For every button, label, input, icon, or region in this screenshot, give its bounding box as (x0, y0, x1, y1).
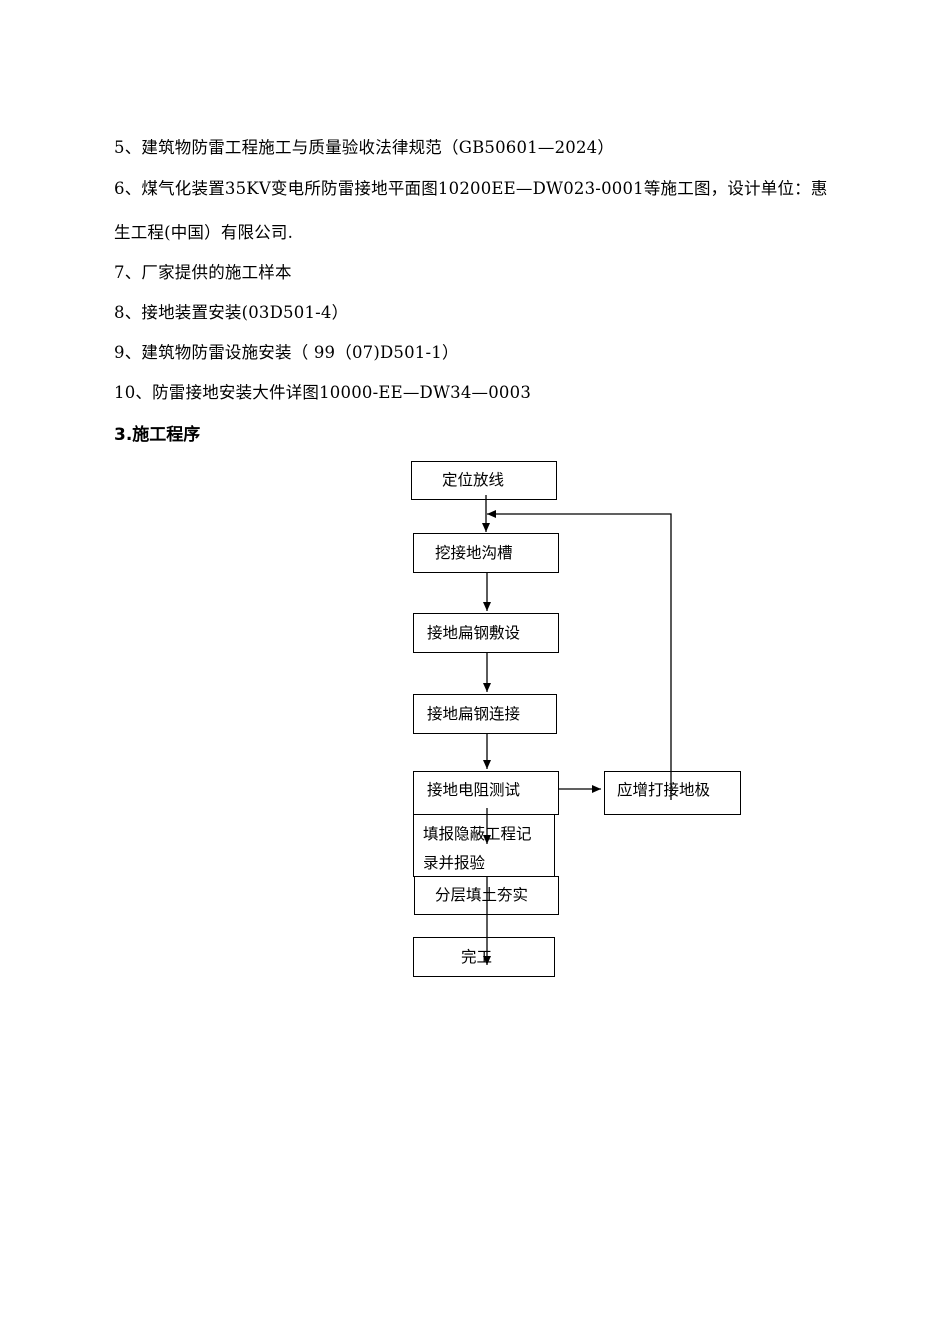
reference-item-6-continued: 生工程(中国）有限公司. (114, 223, 294, 242)
step-box-trench: 挖接地沟槽 (413, 533, 559, 573)
step-box-positioning: 定位放线 (411, 461, 557, 500)
reference-item-5: 5、建筑物防雷工程施工与质量验收法律规范（GB50601—2024） (114, 138, 615, 157)
step-label: 接地电阻测试 (427, 781, 521, 799)
step-label-line1: 填报隐蔽工程记 (423, 825, 532, 843)
reference-item-8: 8、接地装置安装(03D501-4） (114, 303, 349, 322)
step-label: 挖接地沟槽 (435, 544, 513, 562)
step-label: 接地扁钢敷设 (427, 624, 521, 642)
side-label: 应增打接地极 (617, 781, 711, 799)
arrow-feedback-loop (487, 510, 672, 800)
reference-item-7: 7、厂家提供的施工样本 (114, 263, 292, 282)
reference-item-9: 9、建筑物防雷设施安装（ 99（07)D501-1） (114, 343, 459, 362)
reference-item-10: 10、防雷接地安装大件详图10000-EE—DW34—0003 (114, 383, 532, 402)
side-box-add-grounding-electrode: 应增打接地极 (604, 771, 741, 815)
step-label: 定位放线 (442, 471, 505, 489)
section-heading: 3.施工程序 (114, 425, 201, 445)
step-label: 分层填土夯实 (435, 886, 529, 904)
step-box-concealed-record: 填报隐蔽工程记 录并报验 (413, 814, 555, 877)
step-label-line2: 录并报验 (423, 854, 486, 872)
step-label: 接地扁钢连接 (427, 705, 521, 723)
step-box-steel-laying: 接地扁钢敷设 (413, 613, 559, 653)
step-box-steel-connection: 接地扁钢连接 (413, 694, 557, 734)
reference-item-6: 6、煤气化装置35KV变电所防雷接地平面图10200EE—DW023-0001等… (114, 179, 828, 198)
